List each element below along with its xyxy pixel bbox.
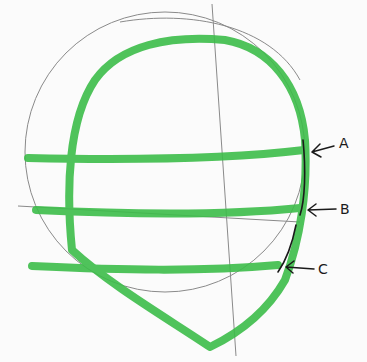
callout-letter: B [340, 201, 350, 217]
ink-stroke [300, 140, 305, 215]
ink-stroke [278, 225, 296, 272]
head-shape [69, 39, 305, 347]
callout-letter: C [318, 261, 328, 277]
line-a [28, 150, 304, 159]
pencil-guides [18, 4, 305, 356]
pointer-arrows [286, 144, 336, 273]
arrow-a [312, 144, 334, 157]
ink-marks [278, 140, 305, 272]
line-c [32, 265, 278, 270]
pencil-line [18, 206, 300, 222]
center-line [212, 4, 236, 356]
line-b [36, 208, 300, 214]
callout-letter: A [339, 135, 349, 151]
arrow-c [286, 261, 314, 273]
arrow-b [308, 204, 336, 216]
green-head-outline [28, 39, 306, 347]
